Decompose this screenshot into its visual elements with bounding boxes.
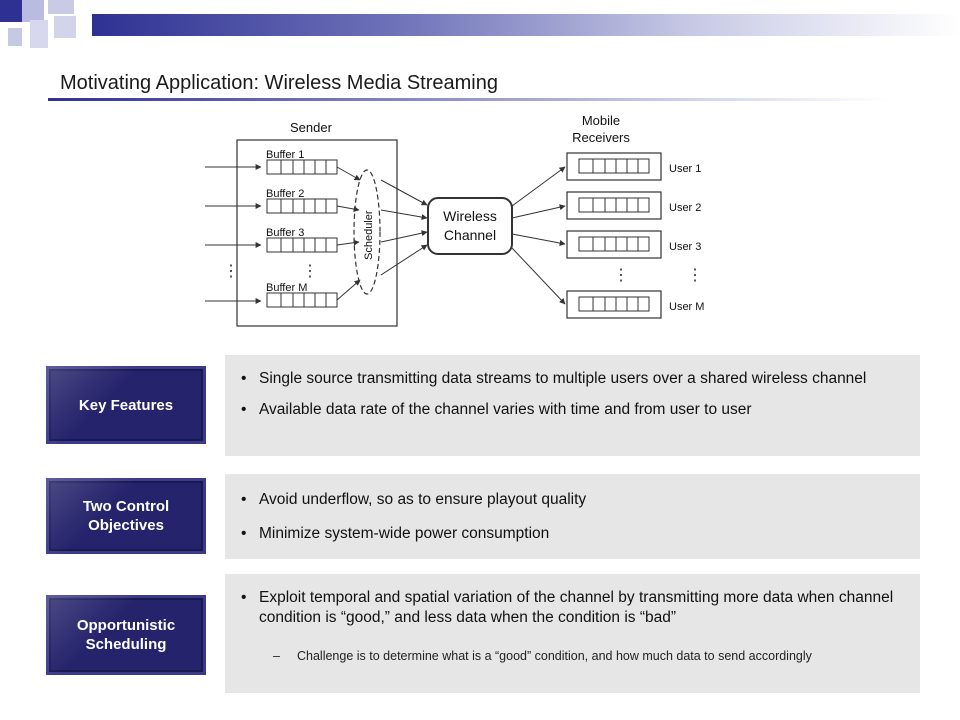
list-item: Minimize system-wide power consumption bbox=[241, 524, 910, 544]
control-objectives-label-1: Two Control bbox=[82, 498, 170, 515]
sub-dash: – bbox=[273, 649, 280, 663]
header-square-4 bbox=[30, 20, 48, 48]
header-square-3 bbox=[48, 0, 74, 14]
sub-point-text: Challenge is to determine what is a “goo… bbox=[297, 649, 812, 663]
user-label-3: User 3 bbox=[669, 241, 701, 253]
control-objectives-tag: Two Control Objectives bbox=[46, 478, 206, 554]
key-features-label: Key Features bbox=[78, 396, 174, 414]
opportunistic-label-2: Scheduling bbox=[85, 636, 167, 653]
sub-point: – Challenge is to determine what is a “g… bbox=[273, 648, 857, 664]
list-item: Available data rate of the channel varie… bbox=[241, 400, 910, 420]
buffer-label-2: Buffer 2 bbox=[266, 188, 304, 200]
receiver-dots: ⋮ bbox=[613, 267, 629, 284]
key-features-list: Single source transmitting data streams … bbox=[241, 369, 910, 420]
receivers-label-2: Receivers bbox=[572, 130, 630, 145]
channel-label-1: Wireless bbox=[443, 208, 497, 224]
title-underline bbox=[48, 98, 888, 101]
header-square-5 bbox=[8, 28, 22, 46]
header-bar bbox=[92, 14, 960, 36]
receivers-label-1: Mobile bbox=[582, 113, 620, 128]
receiver-3 bbox=[566, 230, 662, 259]
buffer-label-1: Buffer 1 bbox=[266, 149, 304, 161]
user-label-m: User M bbox=[669, 301, 704, 313]
list-item: Single source transmitting data streams … bbox=[241, 369, 910, 389]
header-square-1 bbox=[0, 0, 22, 22]
list-item: Exploit temporal and spatial variation o… bbox=[241, 588, 910, 628]
control-objectives-list: Avoid underflow, so as to ensure playout… bbox=[241, 490, 910, 544]
control-objectives-label-2: Objectives bbox=[88, 517, 164, 534]
receiver-m bbox=[566, 290, 662, 319]
user-label-2: User 2 bbox=[669, 202, 701, 214]
opportunistic-scheduling-tag: Opportunistic Scheduling bbox=[46, 595, 206, 675]
buffer-label-3: Buffer 3 bbox=[266, 227, 304, 239]
key-features-tag: Key Features bbox=[46, 366, 206, 444]
user-dots: ⋮ bbox=[687, 267, 703, 284]
header-square-6 bbox=[54, 16, 76, 38]
list-item: Avoid underflow, so as to ensure playout… bbox=[241, 490, 910, 510]
header-square-2 bbox=[22, 0, 44, 22]
page-title: Motivating Application: Wireless Media S… bbox=[60, 72, 498, 94]
scheduler-ellipse bbox=[353, 169, 381, 295]
user-label-1: User 1 bbox=[669, 163, 701, 175]
opportunistic-scheduling-panel: Exploit temporal and spatial variation o… bbox=[225, 574, 920, 693]
buffer-label-m: Buffer M bbox=[266, 282, 307, 294]
system-diagram: Sender ⋮ Buffer 1 Buffer 2 Buffer 3 ⋮ Bu… bbox=[205, 113, 704, 327]
input-dots: ⋮ bbox=[223, 263, 239, 280]
channel-label-2: Channel bbox=[444, 227, 496, 243]
receiver-1 bbox=[566, 152, 662, 181]
receiver-2 bbox=[566, 191, 662, 220]
opportunistic-list: Exploit temporal and spatial variation o… bbox=[241, 588, 910, 628]
wireless-channel-box bbox=[427, 197, 513, 255]
key-features-panel: Single source transmitting data streams … bbox=[225, 355, 920, 456]
sender-label: Sender bbox=[290, 120, 333, 135]
control-objectives-panel: Avoid underflow, so as to ensure playout… bbox=[225, 474, 920, 559]
opportunistic-label-1: Opportunistic bbox=[76, 617, 176, 634]
scheduler-label: Scheduler bbox=[363, 210, 375, 260]
buffer-dots: ⋮ bbox=[302, 263, 318, 280]
